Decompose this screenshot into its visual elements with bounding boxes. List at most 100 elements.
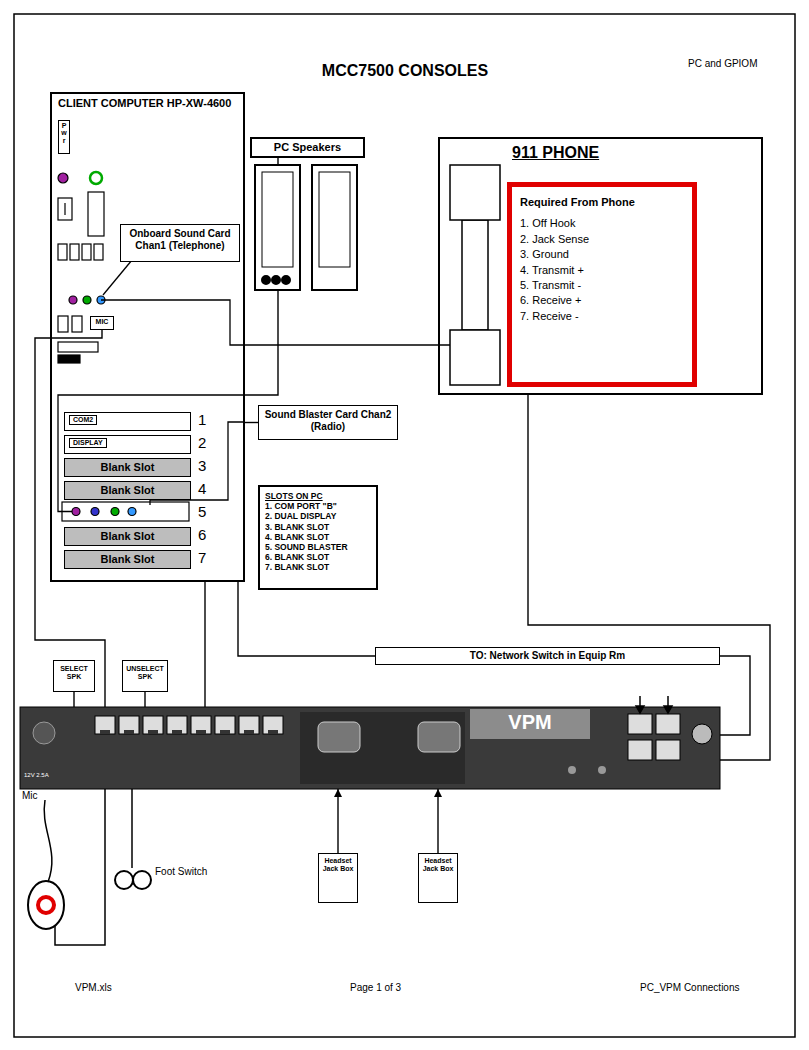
internal-wire [58,260,245,512]
pc-speaker [262,172,293,267]
rj45-port [119,716,139,734]
callout-box: Onboard Sound Card Chan1 (Telephone) [120,224,240,262]
computer-panel [58,316,68,332]
sound-card-slot [91,508,99,516]
blank-slot: Blank Slot [64,481,191,500]
list-item: 6. Receive + [520,293,684,308]
node-text: UNSELECT SPK [125,665,165,681]
power-rating: 12V 2.5A [24,772,49,779]
node-text: SLOTS ON PC [265,491,371,501]
label-box: PC Speakers [250,137,365,158]
vpm-chassis [692,724,712,744]
pc-speaker [282,276,290,284]
slot-list-box: SLOTS ON PC1. COM PORT "B"2. DUAL DISPLA… [258,485,378,590]
sound-card-slot [62,502,189,521]
rj45-port [95,716,115,734]
part-name: Mic [22,790,38,801]
sound-card-slot [111,508,119,516]
wire-connector [245,344,438,345]
node-text: Onboard Sound Card Chan1 (Telephone) [124,228,236,251]
callout-number: 5 [198,504,206,521]
hand-microphone [55,789,105,945]
wire-connector [245,422,258,423]
jack-box: Headset Jack Box [418,853,458,903]
vpm-chassis [20,707,720,789]
computer-panel [88,192,104,236]
wire-connector [337,789,338,853]
node-text: Required From Phone [520,195,684,210]
rj45-port [268,730,278,734]
rj45-port [172,730,182,734]
pc-speaker [319,172,350,267]
power-switch: P w r [58,120,70,154]
vpm-chassis [656,714,680,734]
internal-wire [103,260,132,295]
computer-panel [58,172,105,363]
page-footer: Page 1 of 3 [350,982,401,993]
rj45-port [220,730,230,734]
node-text: COM2 [69,415,97,425]
vpm-chassis [628,714,652,734]
list-item: 5. Transmit - [520,278,684,293]
list-item: 1. Off Hook [520,216,684,231]
node-text: CLIENT COMPUTER HP-XW-4600 [58,97,237,110]
computer-panel [69,296,77,304]
computer-panel [58,244,67,260]
destination-box: TO: Network Switch in Equip Rm [375,647,720,665]
rj45-port [148,730,158,734]
node-text: Blank Slot [67,553,188,566]
wire-connector [437,789,438,853]
requirements-box: Required From Phone 1. Off Hook2. Jack Se… [507,182,697,387]
list-item: 6. BLANK SLOT [265,552,371,562]
jack-box: Headset Jack Box [318,853,358,903]
node-text: PC Speakers [254,141,361,154]
wire-connector [238,582,375,656]
port-arrow [636,706,644,713]
rj45-port [95,716,283,734]
list-item: 2. Jack Sense [520,232,684,247]
hand-microphone [38,897,54,913]
rj45-port [215,716,235,734]
vpm-chassis [568,766,576,774]
foot-switch [115,871,133,889]
rj45-port [239,716,259,734]
list-item: 1. COM PORT "B" [265,501,371,511]
pc-speaker [272,276,280,284]
vpm-chassis [318,722,360,752]
rj45-port [167,716,187,734]
expansion-slot: DISPLAY [64,435,191,454]
pc-speaker [255,165,300,290]
port-arrow [664,706,672,713]
callout-number: 3 [198,458,206,475]
computer-panel [58,355,80,363]
node-text: SELECT SPK [56,665,92,681]
sound-card-slot [128,508,136,516]
sound-card-slot [62,502,189,521]
computer-panel [83,296,91,304]
callout-number: 6 [198,527,206,544]
computer-panel [90,172,102,184]
vpm-chassis [628,740,652,760]
node-text: Sound Blaster Card Chan2 (Radio) [262,409,394,432]
rj45-port [263,716,283,734]
telephone-handset [438,165,500,385]
telephone-handset [462,220,488,330]
speaker-box: UNSELECT SPK [122,660,168,692]
computer-panel [70,244,79,260]
port-arrow [636,696,672,713]
callout-number: 1 [198,412,206,429]
phone-box: 911 PHONERequired From Phone1. Off Hook2… [438,137,763,395]
vpm-chassis [418,722,460,752]
node-text: TO: Network Switch in Equip Rm [378,650,717,662]
rj45-port [124,730,134,734]
node-text: DISPLAY [69,438,107,448]
computer-panel [58,198,72,220]
rj45-port [143,716,163,734]
list-item: 4. BLANK SLOT [265,532,371,542]
pc-speaker [312,165,357,290]
node-text: Blank Slot [67,461,188,474]
diagram-title: MCC7500 CONSOLES [250,62,560,80]
